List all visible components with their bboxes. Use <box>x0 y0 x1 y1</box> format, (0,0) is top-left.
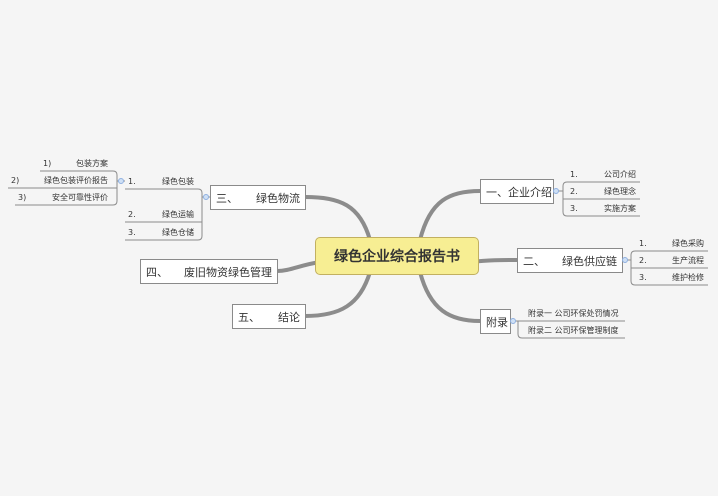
subtopic[interactable]: 3. 绿色仓储 <box>128 227 194 239</box>
subtopic-label: 绿色包装 <box>162 177 194 186</box>
collapse-toggle-icon[interactable] <box>622 257 628 263</box>
subtopic[interactable]: 1. 公司介绍 <box>570 169 636 181</box>
subtopic-number: 2. <box>128 210 136 219</box>
subtopic-label: 实施方案 <box>604 204 636 213</box>
subtopic-label: 公司介绍 <box>604 170 636 179</box>
subtopic-number: 3. <box>639 273 647 282</box>
subtopic-label: 附录二 公司环保管理制度 <box>528 326 619 335</box>
subtopic-number: 1. <box>570 170 578 179</box>
subtopic-number: 3. <box>570 204 578 213</box>
subtopic-number: 1. <box>128 177 136 186</box>
topic-number: 一、 <box>486 185 508 199</box>
subtopic-label: 绿色包装评价报告 <box>44 176 108 185</box>
connector-b5 <box>303 270 372 318</box>
topic-label: 绿色物流 <box>256 191 300 205</box>
subtopic-number: 2. <box>570 187 578 196</box>
subtopic[interactable]: 1) 包装方案 <box>43 158 108 170</box>
topic-label: 附录 <box>486 315 508 329</box>
subtopic[interactable]: 附录二 公司环保管理制度 <box>528 325 619 337</box>
subtopic-number: 2. <box>639 256 647 265</box>
subtopic[interactable]: 1. 绿色包装 <box>128 176 194 188</box>
subtopic-label: 绿色采购 <box>672 239 704 248</box>
subtopic[interactable]: 3) 安全可靠性评价 <box>18 192 108 204</box>
topic-green-logistics[interactable]: 三、 绿色物流 <box>210 185 306 210</box>
subtopic-number: 1. <box>639 239 647 248</box>
topic-label: 绿色供应链 <box>562 254 617 268</box>
topic-waste-management[interactable]: 四、 废旧物资绿色管理 <box>140 259 278 284</box>
subtopic[interactable]: 3. 维护检修 <box>639 272 704 284</box>
subtopic-label: 绿色仓储 <box>162 228 194 237</box>
subtopic[interactable]: 2. 生产流程 <box>639 255 704 267</box>
topic-company-intro[interactable]: 一、企业介绍 <box>480 179 554 204</box>
subtopic-label: 绿色理念 <box>604 187 636 196</box>
connector-b3 <box>303 195 372 242</box>
topic-number: 四、 <box>146 265 168 279</box>
connector-b1 <box>418 189 482 242</box>
subtopic[interactable]: 2. 绿色理念 <box>570 186 636 198</box>
subtopic[interactable]: 2. 绿色运输 <box>128 209 194 221</box>
subtopic-label: 维护检修 <box>672 273 704 282</box>
topic-appendix[interactable]: 附录 <box>480 309 511 334</box>
subtopic[interactable]: 1. 绿色采购 <box>639 238 704 250</box>
subtopic-label: 包装方案 <box>76 159 108 168</box>
subtopic[interactable]: 2) 绿色包装评价报告 <box>11 175 108 187</box>
subtopic-number: 1) <box>43 159 52 168</box>
topic-number: 二、 <box>523 254 545 268</box>
connector-appendix <box>418 270 482 323</box>
subtopic[interactable]: 附录一 公司环保处罚情况 <box>528 308 619 320</box>
topic-number: 五、 <box>238 310 260 324</box>
topic-label: 废旧物资绿色管理 <box>184 265 272 279</box>
collapse-toggle-icon[interactable] <box>510 318 516 324</box>
collapse-toggle-icon[interactable] <box>203 194 209 200</box>
subtopic-label: 生产流程 <box>672 256 704 265</box>
topic-conclusion[interactable]: 五、 结论 <box>232 304 306 329</box>
subtopic-number: 3) <box>18 193 27 202</box>
collapse-toggle-icon[interactable] <box>553 188 559 194</box>
connector-b4 <box>275 260 322 273</box>
subtopic-number: 3. <box>128 228 136 237</box>
subtopic[interactable]: 3. 实施方案 <box>570 203 636 215</box>
subtopic-label: 安全可靠性评价 <box>52 193 108 202</box>
topic-supply-chain[interactable]: 二、 绿色供应链 <box>517 248 623 273</box>
topic-number: 三、 <box>216 191 238 205</box>
subtopic-label: 绿色运输 <box>162 210 194 219</box>
collapse-toggle-icon[interactable] <box>118 178 124 184</box>
subtopic-label: 附录一 公司环保处罚情况 <box>528 309 619 318</box>
topic-label: 企业介绍 <box>508 185 552 199</box>
topic-label: 结论 <box>278 310 300 324</box>
central-topic[interactable]: 绿色企业综合报告书 <box>315 237 479 275</box>
subtopic-number: 2) <box>11 176 20 185</box>
